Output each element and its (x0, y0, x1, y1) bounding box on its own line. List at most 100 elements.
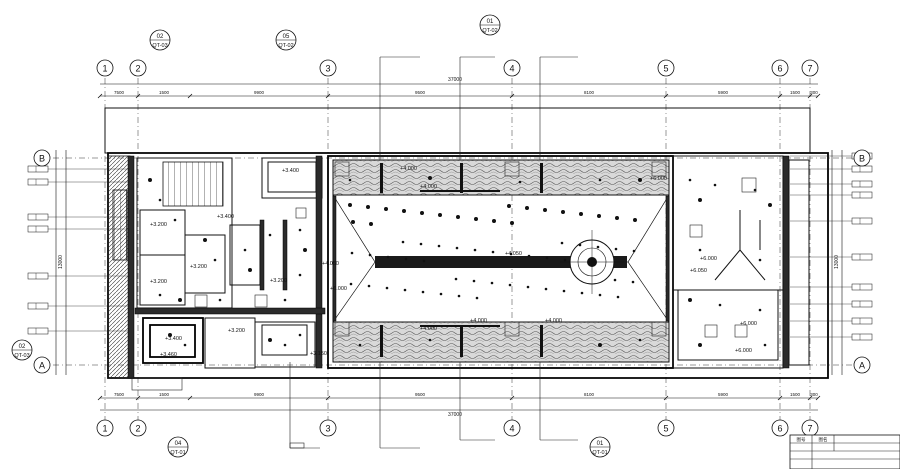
grid-bubble-5: 5 (657, 419, 675, 437)
downlight (518, 180, 522, 184)
downlight (351, 220, 355, 224)
downlight (303, 248, 307, 252)
downlight (350, 251, 354, 255)
downlight (578, 243, 582, 247)
section-sheet: QT-01 (170, 450, 185, 456)
side-dimensions: 13000 13000 (55, 150, 843, 375)
downlight (456, 215, 460, 219)
downlight (688, 178, 692, 182)
downlight (218, 298, 222, 302)
elevation-label: +4.000 (420, 184, 437, 190)
central-hall (327, 155, 674, 369)
downlight (348, 203, 352, 207)
downlight (638, 178, 642, 182)
dimension-value: 5900 (718, 90, 729, 95)
downlight (563, 258, 567, 262)
downlight (298, 228, 302, 232)
grid-bubble-4: 4 (503, 59, 521, 77)
section-sheet: QT-01 (592, 450, 607, 456)
downlight (474, 217, 478, 221)
downlight (597, 214, 601, 218)
downlight (698, 198, 702, 202)
dimension-value: 9900 (254, 392, 265, 397)
grid-axis-label: 6 (777, 424, 782, 434)
grid-bubble-6: 6 (771, 419, 789, 437)
material-tag-left (27, 327, 130, 335)
section-number: 02 (19, 344, 26, 350)
elevation-label: +6.000 (735, 348, 752, 354)
overall-dimension-top: 37000 (448, 77, 462, 83)
downlight (615, 216, 619, 220)
grid-axis-label: 3 (325, 64, 330, 74)
grid-bubble-1: 1 (96, 59, 114, 77)
material-tag-right (790, 300, 873, 308)
elevation-label: +3.460 (160, 352, 177, 358)
material-tag-left (27, 272, 130, 280)
material-tag-right (790, 191, 873, 199)
grid-axis-label: 6 (777, 64, 782, 74)
downlight (178, 298, 182, 302)
downlight (492, 219, 496, 223)
material-tag-left (27, 302, 130, 310)
downlight (613, 278, 617, 282)
downlight (173, 218, 177, 222)
grid-bubble-3: 3 (319, 419, 337, 437)
downlight (508, 283, 512, 287)
elevation-label: +4.000 (400, 166, 417, 172)
dimension-value: 9500 (415, 392, 426, 397)
title-block-col2: 图名 (819, 436, 828, 443)
dimension-value: 7500 (114, 90, 125, 95)
downlight (510, 221, 514, 225)
elevation-label: +4.000 (420, 326, 437, 332)
downlight (213, 258, 217, 262)
downlight (401, 240, 405, 244)
downlight (455, 246, 459, 250)
downlight (268, 233, 272, 237)
dimension-value: 5900 (718, 392, 729, 397)
elevation-label: +6.000 (330, 286, 347, 292)
downlight (349, 282, 353, 286)
downlight (632, 249, 636, 253)
light-fixtures (148, 176, 772, 347)
downlight (158, 198, 162, 202)
overall-dimension-bottom: 37000 (448, 412, 462, 418)
downlight (698, 248, 702, 252)
grid-axis-label: 1 (102, 64, 107, 74)
top-callouts (289, 56, 578, 449)
material-tag-left (27, 225, 130, 233)
elevation-label: +4.000 (545, 318, 562, 324)
downlight (386, 255, 390, 259)
dimension-value: 9500 (415, 90, 426, 95)
elevation-label: +4.050 (505, 251, 522, 257)
elevation-label: +3.200 (228, 328, 245, 334)
grid-axis-label: 3 (325, 424, 330, 434)
row-axis-label: A (859, 361, 865, 371)
elevation-label: +3.150 (310, 351, 327, 357)
downlight (454, 277, 458, 281)
elevation-label: +6.000 (740, 321, 757, 327)
grid-bubble-7: 7 (801, 59, 819, 77)
material-tag-right (790, 165, 873, 173)
elevation-label: +3.200 (150, 279, 167, 285)
material-tag-left (27, 178, 130, 186)
material-tag-right (790, 180, 873, 188)
downlight (385, 286, 389, 290)
downlight (438, 213, 442, 217)
material-tags (27, 152, 873, 341)
row-bubble-B: B (33, 149, 51, 167)
grid-axis-label: 5 (663, 424, 668, 434)
grid-bubble-5: 5 (657, 59, 675, 77)
downlight (768, 203, 772, 207)
downlight (543, 208, 547, 212)
downlight (596, 245, 600, 249)
downlight (243, 248, 247, 252)
downlight (579, 212, 583, 216)
section-number: 05 (283, 34, 290, 40)
downlight (491, 250, 495, 254)
downlight (384, 207, 388, 211)
downlight (158, 293, 162, 297)
